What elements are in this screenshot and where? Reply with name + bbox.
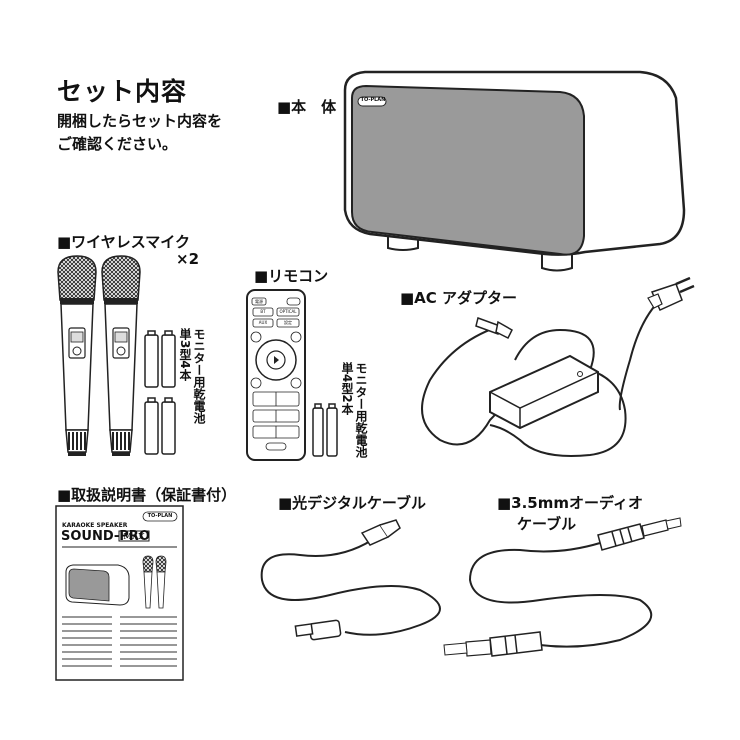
label-main-unit: ■本 体 <box>277 98 337 116</box>
mic-2 <box>101 255 141 456</box>
manual-product-name: SOUND-PRO <box>61 529 150 544</box>
manual-product-suffix: MAX <box>123 531 145 541</box>
aa-batteries <box>144 330 176 455</box>
remote-battery-note: モニター用乾電池 単4型2本 <box>340 362 368 458</box>
remote-power-button: 電源 <box>255 299 263 304</box>
speaker-brand-badge: TO-PLAN <box>360 97 386 103</box>
label-optical-cable: ■光デジタルケーブル <box>278 494 426 512</box>
label-aux-cable-1: ■3.5mmオーディオ <box>497 494 643 512</box>
label-wireless-mic: ■ワイヤレスマイク <box>57 233 190 251</box>
mic-battery-note: モニター用乾電池 単3型4本 <box>178 328 206 424</box>
manual-kicker: KARAOKE SPEAKER <box>62 522 128 529</box>
mic-1 <box>57 255 97 456</box>
intro-line-1: 開梱したらセット内容を <box>57 112 223 130</box>
remote-setting-button: 設定 <box>284 320 292 325</box>
remote-bt-button: BT <box>260 309 266 314</box>
manual-brand-badge: TO-PLAN <box>147 513 173 519</box>
label-ac-adapter: ■AC アダプター <box>400 289 518 307</box>
remote-optical-button: OPTICAL <box>279 309 297 314</box>
page-title: セット内容 <box>57 77 188 106</box>
aaa-batteries <box>312 403 338 457</box>
label-remote: ■リモコン <box>254 267 329 285</box>
label-mic-qty: ×2 <box>176 250 200 268</box>
intro-text: 開梱したらセット内容を ご確認ください。 <box>57 110 222 156</box>
label-aux-cable-2: ケーブル <box>517 515 577 533</box>
remote-aux-button: AUX <box>258 320 268 325</box>
label-manual: ■取扱説明書（保証書付） <box>57 486 237 504</box>
intro-line-2: ご確認ください。 <box>57 135 178 153</box>
